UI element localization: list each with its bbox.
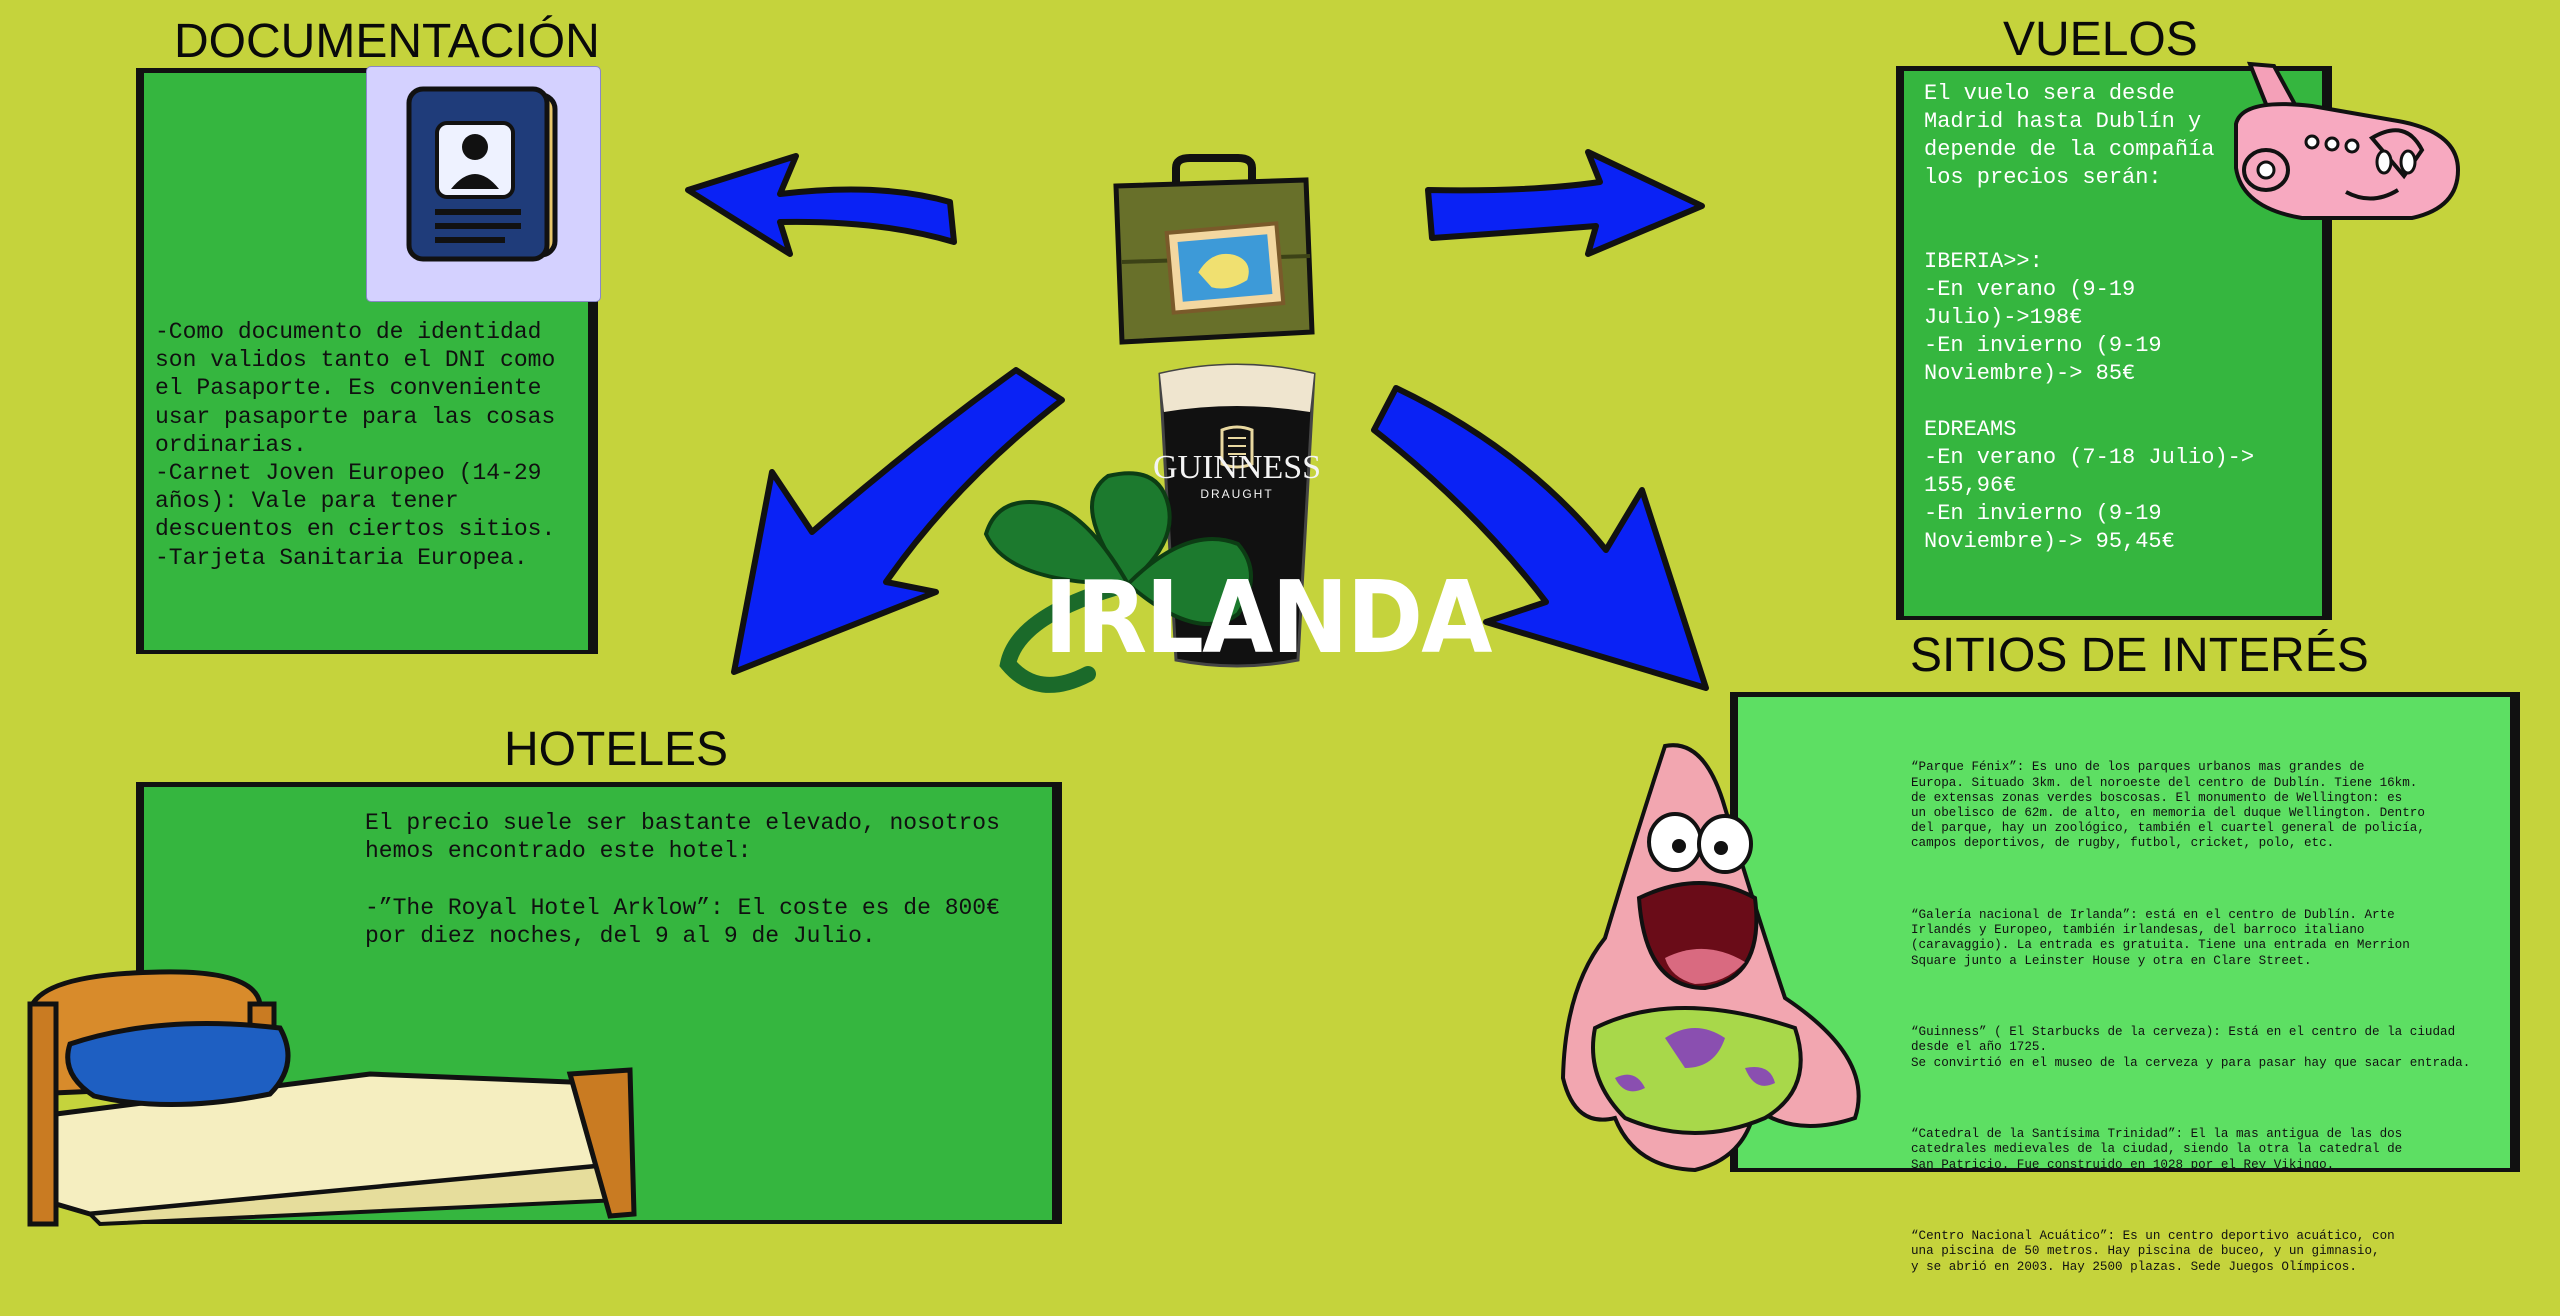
arrow-down-right-icon [1371,385,1709,691]
arrow-up-left-icon [685,153,957,257]
passport-icon [406,86,558,262]
sitio-galeria-nacional: “Galería nacional de Irlanda”: está en e… [1911,908,2410,968]
sitio-catedral: “Catedral de la Santísima Trinidad”: El … [1911,1127,2403,1172]
documentacion-title: DOCUMENTACIÓN [174,15,600,68]
passport-image-frame [366,66,601,302]
sitios-text: “Parque Fénix”: Es uno de los parques ur… [1911,730,2471,1316]
vuelos-text: El vuelo sera desde Madrid hasta Dublín … [1924,81,2255,554]
arrow-up-right-icon [1425,149,1705,257]
guinness-brand-text: GUINNESS [1153,449,1321,486]
shamrock-icon [983,471,1253,693]
irlanda-title: IRLANDA [1044,559,1492,676]
bed-icon [27,969,637,1227]
sitio-guinness: “Guinness” ( El Starbucks de la cerveza)… [1911,1025,2471,1070]
sitios-title: SITIOS DE INTERÉS [1910,629,2369,682]
hoteles-title: HOTELES [504,723,729,776]
sitio-parque-fenix: “Parque Fénix”: Es uno de los parques ur… [1911,760,2425,851]
suitcase-icon [1113,154,1315,345]
documentacion-text: -Como documento de identidad son validos… [155,319,556,571]
sitio-centro-acuatico: “Centro Nacional Acuático”: Es un centro… [1911,1229,2395,1274]
hoteles-text: El precio suele ser bastante elevado, no… [365,810,1000,949]
vuelos-title: VUELOS [2003,13,2198,66]
guinness-sub-text: DRAUGHT [1200,487,1273,501]
airplane-icon [2234,61,2461,220]
patrick-star-icon [1560,743,1861,1173]
arrow-down-left-icon [731,367,1065,675]
